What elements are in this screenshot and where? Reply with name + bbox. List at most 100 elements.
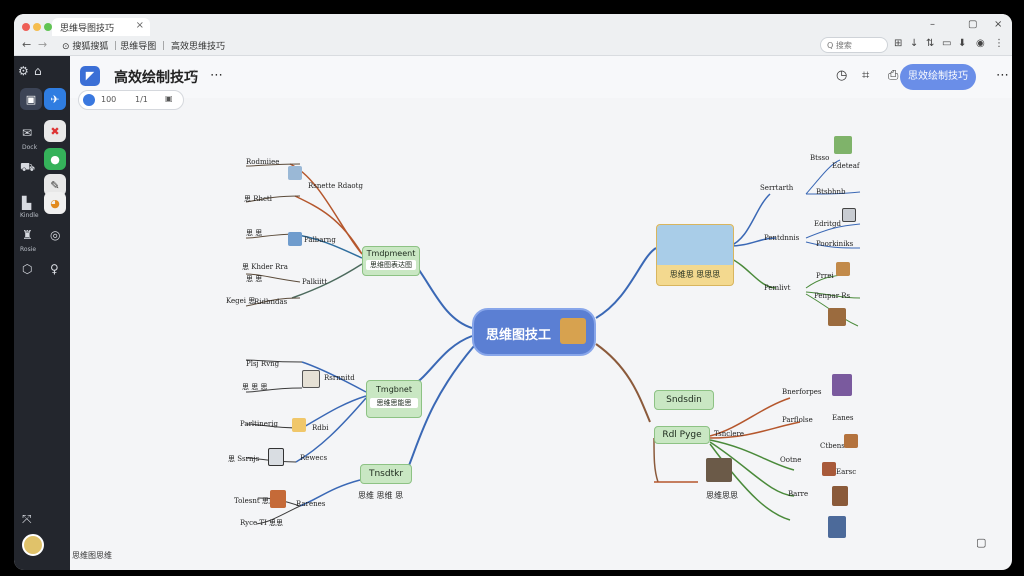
branch-title: 思维思 思思思: [669, 270, 721, 279]
mode-icon[interactable]: [83, 94, 95, 106]
leaf-text[interactable]: Btsbhnb: [816, 188, 846, 196]
leaf-text[interactable]: 思 思 思: [242, 383, 268, 391]
leaf-text[interactable]: Penpar Rs: [814, 292, 851, 300]
present-icon[interactable]: ⎙: [888, 68, 899, 83]
fullscreen-icon[interactable]: ▢: [976, 536, 987, 549]
menu-icon[interactable]: ⋮: [994, 38, 1004, 49]
leaf-text[interactable]: Rodmiiee: [246, 158, 280, 166]
leaf-text[interactable]: Palbarng: [304, 236, 336, 244]
branch-node-left-1[interactable]: Tmdpmeent 思维图表达图: [362, 246, 420, 276]
app-blue-icon[interactable]: ✈: [44, 88, 66, 110]
expand-icon[interactable]: ⤧: [22, 512, 32, 526]
avatar[interactable]: [22, 534, 44, 556]
branch-node-left-2[interactable]: Tmgbnet 思维思能思: [366, 380, 422, 418]
leaf-text[interactable]: Ctbens: [820, 442, 845, 450]
leaf-text[interactable]: Palkiitt: [302, 278, 328, 286]
center-node[interactable]: 思维图技工: [472, 308, 596, 356]
group-label[interactable]: Serrtarth: [760, 184, 794, 192]
header-more-icon[interactable]: ⋯: [996, 68, 1009, 83]
leaf-text[interactable]: Btsso: [810, 154, 830, 162]
leaf-text[interactable]: 思 思: [246, 229, 263, 237]
leaf-text[interactable]: Prrei: [816, 272, 834, 280]
leaf-text[interactable]: 思 思: [246, 275, 263, 283]
leaf-text[interactable]: Rewecs: [300, 454, 328, 462]
leaf-text[interactable]: Poorkiniks: [816, 240, 854, 248]
bookmark-icon[interactable]: ♜: [22, 228, 33, 242]
leaf-text[interactable]: Parflolse: [782, 416, 813, 424]
download-icon[interactable]: ↓: [910, 38, 919, 49]
app-chat-icon[interactable]: ●: [44, 148, 66, 170]
leaf-text[interactable]: 思 Khder Rra: [242, 263, 288, 271]
leaf-text[interactable]: Eanes: [832, 414, 854, 422]
leaf-text[interactable]: Parltinerig: [240, 420, 278, 428]
address-bar[interactable]: ⊙ 搜狐搜狐 ｜思维导图 ｜ 高效思维技巧: [62, 42, 225, 52]
bookmark-icon[interactable]: ⊞: [894, 38, 903, 49]
app-main-icon[interactable]: ▣: [20, 88, 42, 110]
leaf-text[interactable]: Ridbndas: [254, 298, 288, 306]
browser-search-input[interactable]: Q 搜索: [820, 37, 888, 53]
cart-icon[interactable]: ⛟: [20, 160, 36, 174]
leaf-text[interactable]: Plsj Rvng: [246, 360, 280, 368]
forward-button[interactable]: →: [38, 38, 48, 51]
title-more-icon[interactable]: ⋯: [210, 68, 223, 83]
branch-node-left-3[interactable]: Tnsdtkr: [360, 464, 412, 484]
zoom-level[interactable]: 100: [101, 95, 117, 104]
leaf-text[interactable]: Tolesnt 思思: [234, 497, 276, 505]
leaf-text[interactable]: Earsc: [836, 468, 857, 476]
globe-icon[interactable]: ◎: [50, 228, 61, 242]
app-tool-icon[interactable]: ✖: [44, 120, 66, 142]
leaf-text[interactable]: Edeteaf: [832, 162, 860, 170]
leaf-text[interactable]: 思维思思: [706, 491, 738, 500]
home-icon[interactable]: ⌂: [34, 64, 42, 78]
pencil-illustration-icon: [292, 418, 306, 432]
laptop-illustration-icon: [288, 232, 302, 246]
share-icon[interactable]: ⇅: [926, 38, 935, 49]
cube-icon[interactable]: ⬡: [22, 262, 33, 276]
group-label[interactable]: Pentdnnis: [764, 234, 800, 242]
profile-icon[interactable]: ◉: [976, 38, 985, 49]
window-maximize-button[interactable]: ▢: [968, 19, 978, 30]
window-minimize-button[interactable]: –: [930, 19, 935, 30]
drag-handle-icon[interactable]: ⋮: [188, 68, 201, 83]
settings-icon[interactable]: ⚙: [18, 64, 29, 78]
minimize-dot[interactable]: [33, 23, 41, 31]
app-color-icon[interactable]: ◕: [44, 192, 66, 214]
download-manager-icon[interactable]: ⬇: [958, 38, 967, 49]
leaf-text[interactable]: Barre: [788, 490, 809, 498]
group-label[interactable]: Pemlivt: [764, 284, 791, 292]
branch-node-right-2[interactable]: Sndsdin: [654, 390, 714, 410]
leaf-text[interactable]: Rsnette Rdaotg: [308, 182, 363, 190]
maximize-dot[interactable]: [44, 23, 52, 31]
close-dot[interactable]: [22, 23, 30, 31]
leaf-text[interactable]: 思 Rhctl: [244, 195, 272, 203]
image-icon[interactable]: ▣: [165, 94, 173, 103]
branch-node-right-2-sub[interactable]: Rdl Pyge: [654, 426, 710, 444]
leaf-text[interactable]: Kegei 思: [226, 297, 256, 305]
window-close-button[interactable]: ×: [994, 19, 1003, 30]
leaf-text[interactable]: 思 Ssrnjs: [228, 455, 260, 463]
leaf-text[interactable]: Ootne: [780, 456, 802, 464]
document-title[interactable]: 高效绘制技巧: [114, 70, 198, 86]
browser-tab[interactable]: 思维导图技巧 ×: [52, 18, 150, 36]
leaf-text[interactable]: Bnerforpes: [782, 388, 822, 396]
history-icon[interactable]: ◷: [836, 68, 848, 83]
cabin-illustration-icon: [828, 308, 846, 326]
mail-icon[interactable]: ✉: [22, 126, 33, 140]
leaf-text[interactable]: Rdbi: [312, 424, 329, 432]
tab-close-icon[interactable]: ×: [135, 20, 144, 31]
folder-icon[interactable]: ▭: [942, 38, 952, 49]
share-button[interactable]: 思效绘制技巧: [900, 64, 976, 90]
branch-node-right-1[interactable]: 思维思 思思思: [656, 224, 734, 286]
page-indicator[interactable]: 1/1: [135, 95, 148, 104]
layout-icon[interactable]: ⌗: [862, 68, 870, 83]
leaf-text[interactable]: Rarenes: [296, 500, 326, 508]
app-gallery-icon[interactable]: ✎: [44, 174, 66, 196]
back-button[interactable]: ←: [22, 38, 32, 51]
leaf-text[interactable]: Ryce TI 思思: [240, 519, 284, 527]
leaf-text[interactable]: Rsrnnitd: [324, 374, 355, 382]
mindmap-canvas[interactable]: 思维图技工 Tmdpmeent 思维图表达图 Rodmiiee Rsnette …: [70, 98, 1012, 570]
puzzle-icon[interactable]: ▙: [22, 196, 32, 210]
leaf-text[interactable]: Edritgd: [814, 220, 841, 228]
group-label[interactable]: Tsnclere: [714, 430, 745, 438]
bulb-icon[interactable]: ♀: [50, 262, 59, 276]
